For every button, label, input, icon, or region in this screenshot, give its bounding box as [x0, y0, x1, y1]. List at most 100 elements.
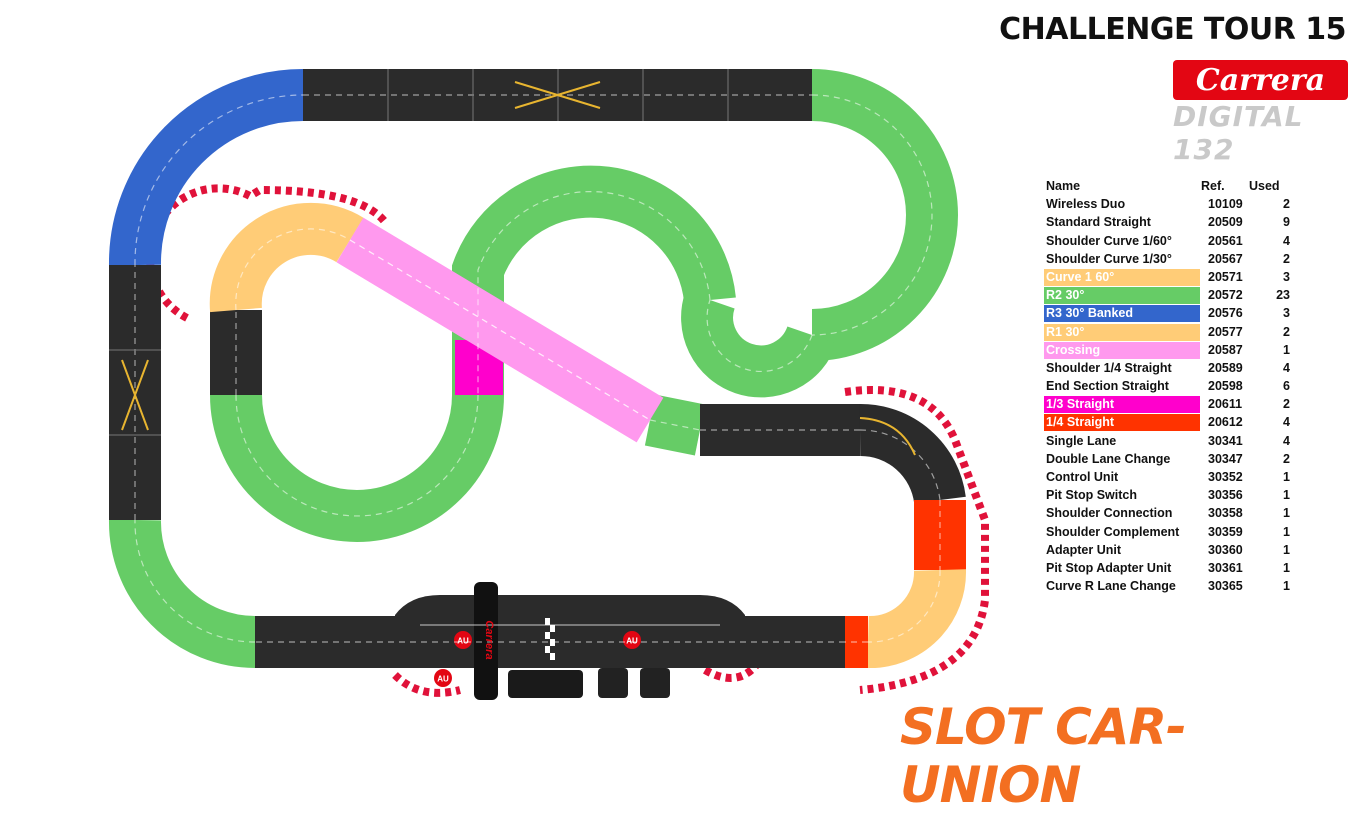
- legend-color-swatch: [1044, 305, 1200, 323]
- start-finish-checker: [545, 646, 550, 653]
- au-badge-text: AU: [457, 637, 469, 646]
- carrera-logo-text: Carrera: [1195, 62, 1326, 98]
- legend-row-used: 6: [1283, 379, 1290, 394]
- car-controller: [598, 668, 628, 698]
- lane-change-marking: [121, 359, 149, 431]
- legend-row-name: Pit Stop Switch: [1046, 488, 1137, 503]
- legend-row: End Section Straight 20598 6: [1044, 377, 1304, 395]
- legend-row-name: Standard Straight: [1046, 215, 1151, 230]
- carrera-logo: Carrera: [1173, 60, 1348, 100]
- start-finish-checker: [550, 639, 555, 646]
- legend-row-name: 1/3 Straight: [1046, 397, 1115, 412]
- legend-row-name: R3 30° Banked: [1046, 306, 1133, 321]
- legend-row-used: 1: [1283, 560, 1290, 575]
- legend-row-name: End Section Straight: [1046, 379, 1169, 394]
- legend-row-used: 3: [1283, 306, 1290, 321]
- lane-line: [235, 394, 479, 517]
- legend-row-name: Curve R Lane Change: [1046, 579, 1176, 594]
- start-finish-checker: [550, 625, 555, 632]
- legend-row-ref: 20571: [1208, 269, 1243, 284]
- legend-row-ref: 20561: [1208, 233, 1243, 248]
- lane-line: [134, 94, 304, 266]
- car-controller: [640, 668, 670, 698]
- curve: [109, 519, 256, 668]
- legend-row-ref: 20611: [1208, 397, 1243, 412]
- lane-line: [349, 239, 651, 421]
- legend-row-ref: 20572: [1208, 288, 1243, 303]
- legend-row-name: Adapter Unit: [1046, 542, 1121, 557]
- legend-row-used: 1: [1283, 579, 1290, 594]
- curve: [209, 202, 364, 313]
- start-finish-checker: [550, 653, 555, 660]
- legend-color-swatch: [1044, 396, 1200, 414]
- legend-row-ref: 20567: [1208, 251, 1243, 266]
- legend-color-swatch: [1044, 323, 1200, 341]
- legend-row-used: 2: [1283, 397, 1290, 412]
- legend-row-used: 1: [1283, 470, 1290, 484]
- legend-row-name: Single Lane: [1046, 433, 1117, 448]
- legend-row-ref: 20587: [1208, 342, 1243, 357]
- legend-row-name: Double Lane Change: [1046, 451, 1171, 466]
- bridge: [474, 582, 498, 700]
- lane-line: [477, 191, 711, 395]
- legend-row-name: Wireless Duo: [1046, 197, 1126, 212]
- legend-row: 1/4 Straight 20612 4: [1044, 413, 1304, 432]
- legend-row-ref: 30352: [1208, 470, 1243, 484]
- pit-lane: [395, 595, 745, 668]
- start-finish-checker: [545, 632, 550, 639]
- lane-line: [867, 569, 941, 643]
- control-unit: [508, 670, 583, 698]
- legend-row-name: 1/4 Straight: [1046, 415, 1115, 430]
- legend-color-swatch: [1044, 414, 1200, 432]
- lane-line: [235, 228, 351, 311]
- legend-row: Control Unit 30352 1: [1044, 468, 1304, 486]
- lane-line: [706, 299, 813, 373]
- lane-change-marking: [514, 81, 601, 109]
- legend-row-used: 1: [1283, 524, 1290, 539]
- legend-row-used: 1: [1283, 542, 1290, 557]
- legend-row-used: 4: [1283, 415, 1290, 430]
- legend-row-name: Crossing: [1046, 342, 1101, 357]
- legend-row-name: Shoulder 1/4 Straight: [1046, 360, 1172, 375]
- legend-header-row: Name Ref. Used: [1044, 177, 1304, 195]
- legend-row-name: Shoulder Connection: [1046, 506, 1173, 521]
- start-finish-checker: [545, 618, 550, 625]
- legend-row-ref: 20509: [1208, 215, 1243, 230]
- legend-header-ref: Ref.: [1201, 179, 1225, 193]
- au-badge: [454, 631, 472, 649]
- legend-row-used: 2: [1283, 451, 1290, 466]
- legend-row-name: Shoulder Curve 1/30°: [1046, 251, 1172, 266]
- legend-row-ref: 20598: [1208, 379, 1243, 394]
- legend-row-used: 1: [1283, 506, 1290, 521]
- legend-row-ref: 30358: [1208, 506, 1243, 521]
- slot-car-union-logo: SLOT CAR-UNION: [900, 698, 1187, 814]
- curb: [392, 672, 461, 697]
- legend-row-ref: 20577: [1208, 324, 1243, 339]
- legend-row-used: 4: [1283, 360, 1290, 375]
- legend-row-used: 9: [1283, 215, 1290, 230]
- lane-line: [134, 519, 256, 643]
- au-badge: [623, 631, 641, 649]
- legend-row-name: Curve 1 60°: [1046, 269, 1115, 284]
- legend-row-ref: 30361: [1208, 560, 1243, 575]
- au-badge-text: AU: [437, 675, 449, 684]
- legend-row-name: Control Unit: [1046, 470, 1119, 484]
- track-segments: [108, 69, 966, 700]
- legend-row: Standard Straight 20509 9: [1044, 213, 1304, 231]
- legend-row-name: Shoulder Complement: [1046, 524, 1180, 539]
- legend-color-swatch: [1044, 268, 1200, 286]
- legend-row-ref: 20612: [1208, 415, 1243, 430]
